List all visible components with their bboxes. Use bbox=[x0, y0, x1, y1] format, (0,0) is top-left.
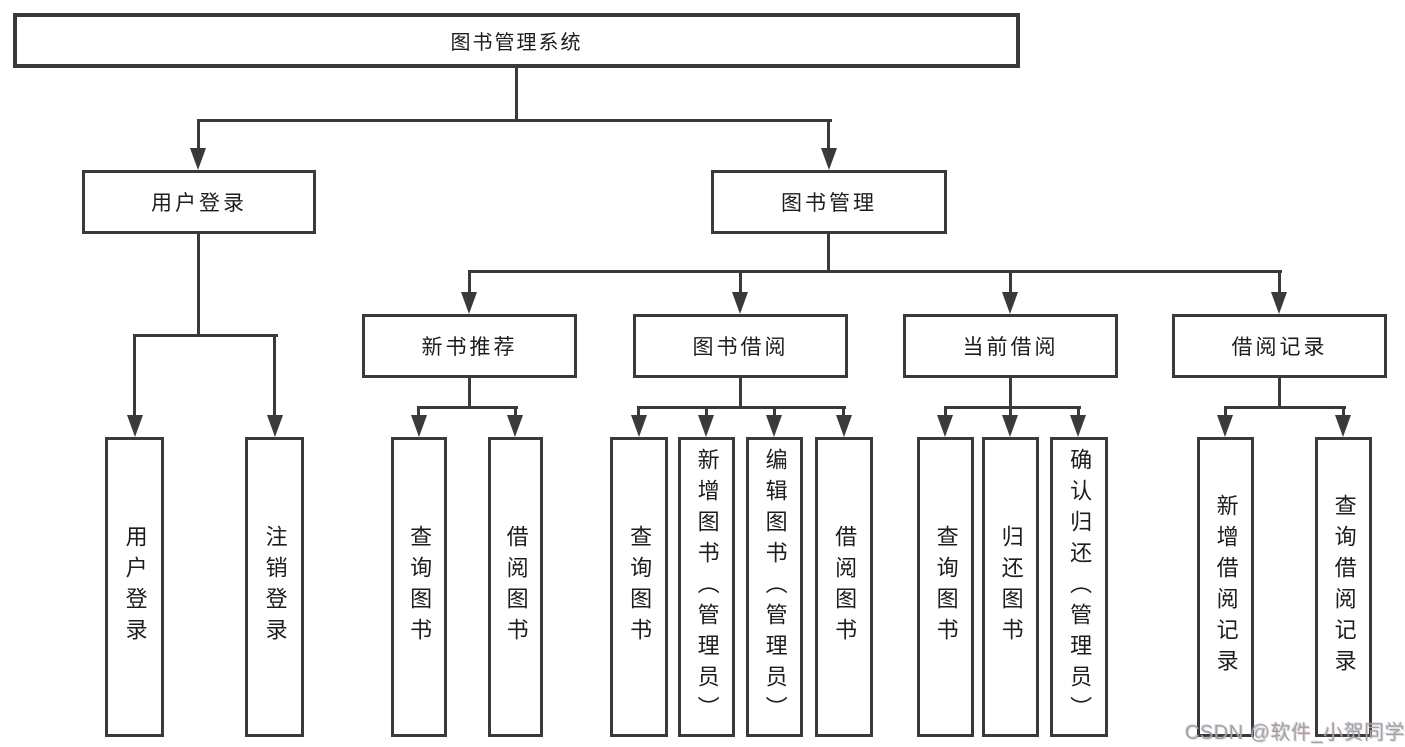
arrowhead-icon bbox=[267, 415, 283, 437]
node-user-login-leaf: 用户登录 bbox=[105, 437, 164, 737]
node-label: 当前借阅 bbox=[962, 336, 1059, 359]
edge-line bbox=[197, 119, 200, 152]
arrowhead-icon bbox=[821, 148, 837, 170]
arrowhead-icon bbox=[1002, 292, 1018, 314]
node-label: 查询借阅记录 bbox=[1331, 494, 1357, 680]
node-label: 借阅图书 bbox=[832, 525, 858, 649]
node-add-borrow-record: 新增借阅记录 bbox=[1197, 437, 1254, 737]
edge-line bbox=[273, 334, 276, 418]
edge-line bbox=[197, 232, 200, 337]
edge-line bbox=[1278, 270, 1281, 297]
node-current-borrow: 当前借阅 bbox=[903, 314, 1118, 378]
node-query-book-current: 查询图书 bbox=[917, 437, 974, 737]
arrowhead-icon bbox=[127, 415, 143, 437]
arrowhead-icon bbox=[461, 292, 477, 314]
node-label: 查询图书 bbox=[933, 525, 959, 649]
edge-line bbox=[842, 406, 845, 418]
node-label: 查询图书 bbox=[407, 525, 433, 649]
arrowhead-icon bbox=[190, 148, 206, 170]
edge-line bbox=[1077, 406, 1080, 418]
arrowhead-icon bbox=[1070, 415, 1086, 437]
node-edit-book-admin: 编辑图书（管理员） bbox=[746, 437, 803, 737]
edge-line bbox=[133, 334, 136, 418]
node-new-book-recommend: 新书推荐 bbox=[362, 314, 577, 378]
edge-line bbox=[1009, 406, 1012, 418]
arrowhead-icon bbox=[411, 415, 427, 437]
arrowhead-icon bbox=[1271, 292, 1287, 314]
node-library-management-system: 图书管理系统 bbox=[13, 13, 1020, 68]
edge-line bbox=[944, 406, 947, 418]
node-label: 图书借阅 bbox=[692, 336, 789, 359]
node-label: 确认归还（管理员） bbox=[1067, 447, 1093, 727]
arrowhead-icon bbox=[766, 415, 782, 437]
node-label: 借阅记录 bbox=[1231, 336, 1328, 359]
node-book-management: 图书管理 bbox=[711, 170, 947, 234]
edge-line bbox=[514, 406, 517, 418]
arrowhead-icon bbox=[698, 415, 714, 437]
node-label: 图书管理系统 bbox=[450, 32, 583, 54]
node-confirm-return-admin: 确认归还（管理员） bbox=[1050, 437, 1108, 737]
node-label: 图书管理 bbox=[781, 192, 877, 215]
edge-line bbox=[515, 66, 518, 122]
edge-line bbox=[1009, 375, 1012, 409]
node-query-book-recommend: 查询图书 bbox=[391, 437, 447, 737]
node-label: 注销登录 bbox=[262, 525, 288, 649]
edge-line bbox=[417, 406, 420, 418]
node-label: 用户登录 bbox=[151, 192, 247, 215]
node-label: 新增借阅记录 bbox=[1213, 494, 1239, 680]
edge-line bbox=[197, 119, 832, 122]
csdn-watermark: CSDN @软件_小贺同学 bbox=[1185, 722, 1405, 744]
node-user-login: 用户登录 bbox=[82, 170, 316, 234]
edge-line bbox=[739, 270, 742, 297]
edge-line bbox=[1224, 406, 1346, 409]
node-label: 编辑图书（管理员） bbox=[762, 447, 788, 727]
edge-line bbox=[944, 406, 1081, 409]
node-label: 借阅图书 bbox=[503, 525, 529, 649]
edge-line bbox=[468, 270, 471, 297]
node-book-borrow: 图书借阅 bbox=[633, 314, 848, 378]
edge-line bbox=[637, 406, 640, 418]
edge-line bbox=[133, 334, 278, 337]
node-label: 新增图书（管理员） bbox=[694, 447, 720, 727]
node-add-book-admin: 新增图书（管理员） bbox=[678, 437, 735, 737]
arrowhead-icon bbox=[836, 415, 852, 437]
node-logout-login: 注销登录 bbox=[245, 437, 304, 737]
edge-line bbox=[1009, 270, 1012, 297]
node-borrow-book-recommend: 借阅图书 bbox=[488, 437, 543, 737]
node-query-book-borrow: 查询图书 bbox=[610, 437, 668, 737]
arrowhead-icon bbox=[937, 415, 953, 437]
edge-line bbox=[468, 270, 1282, 273]
node-label: 新书推荐 bbox=[421, 336, 518, 359]
arrowhead-icon bbox=[631, 415, 647, 437]
edge-line bbox=[827, 119, 830, 152]
node-label: 查询图书 bbox=[627, 525, 653, 649]
arrowhead-icon bbox=[1217, 415, 1233, 437]
edge-line bbox=[739, 375, 742, 409]
edge-line bbox=[705, 406, 708, 418]
edge-line bbox=[773, 406, 776, 418]
node-borrow-records: 借阅记录 bbox=[1172, 314, 1387, 378]
node-label: 归还图书 bbox=[998, 525, 1024, 649]
arrowhead-icon bbox=[1002, 415, 1018, 437]
edge-line bbox=[468, 375, 471, 409]
arrowhead-icon bbox=[732, 292, 748, 314]
edge-line bbox=[1224, 406, 1227, 418]
edge-line bbox=[417, 406, 518, 409]
node-label: 用户登录 bbox=[122, 525, 148, 649]
arrowhead-icon bbox=[507, 415, 523, 437]
edge-line bbox=[1278, 375, 1281, 409]
node-borrow-book: 借阅图书 bbox=[815, 437, 873, 737]
edge-line bbox=[1342, 406, 1345, 418]
edge-line bbox=[827, 232, 830, 273]
arrowhead-icon bbox=[1335, 415, 1351, 437]
edge-line bbox=[637, 406, 846, 409]
node-query-borrow-record: 查询借阅记录 bbox=[1315, 437, 1372, 737]
node-return-book: 归还图书 bbox=[982, 437, 1039, 737]
